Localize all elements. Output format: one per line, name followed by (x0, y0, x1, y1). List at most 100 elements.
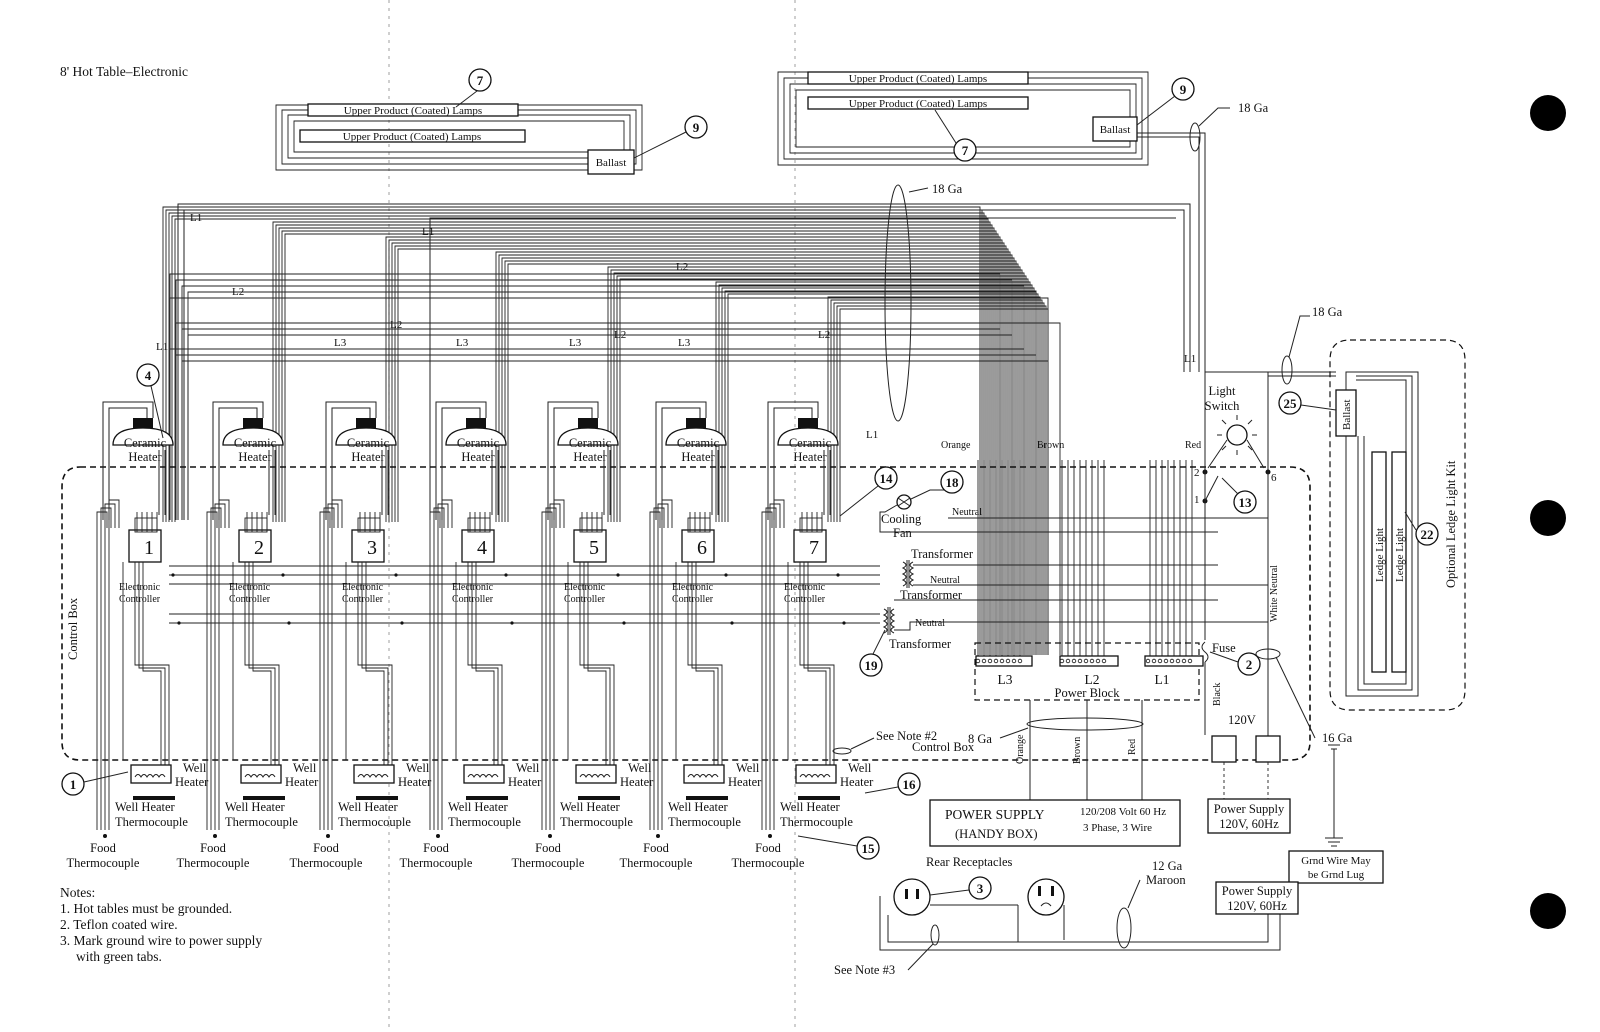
controller-number: 1 (144, 537, 154, 559)
well-thermocouple-label: Thermocouple (338, 815, 411, 829)
switch-terminal: 6 (1271, 472, 1277, 484)
callout-1-number: 1 (70, 777, 77, 792)
wire-label-maroon: Maroon (1146, 873, 1186, 887)
ledge-light-tube (1391, 451, 1407, 673)
fuse: Fuse Black White Neutral 16 Ga 120V (1201, 565, 1353, 800)
transformer-label: Transformer (900, 588, 963, 602)
food-thermocouple-label: Food (313, 841, 339, 855)
ceramic-heater-label: Ceramic (347, 436, 390, 450)
callout-16-number: 16 (903, 777, 917, 792)
food-thermocouple-label: Thermocouple (620, 856, 693, 870)
ledge-kit-title: Optional Ledge Light Kit (1444, 460, 1458, 588)
ceramic-heater-label: Ceramic (234, 436, 277, 450)
line-labels: L1 L1 L1 L1 L1 L2 L2 L2 L2 L2 L3 L3 L3 L… (156, 212, 1196, 441)
callout-2-number: 2 (1246, 657, 1253, 672)
controller-number: 3 (367, 537, 377, 559)
power-supply-120v-label: 120V, 60Hz (1219, 817, 1279, 831)
callout-19-number: 19 (865, 658, 879, 673)
well-heater-label: Well (293, 761, 317, 775)
callout-15-number: 15 (862, 841, 876, 856)
ceramic-heater-label: Ceramic (124, 436, 167, 450)
electronic-controller-label: Electronic (672, 582, 714, 593)
line-label-l3: L3 (456, 337, 469, 349)
power-terminal-label: L2 (1085, 672, 1100, 687)
controller-unit: CeramicHeater5ElectronicControllerWellHe… (512, 401, 654, 870)
receptacle-icon (1027, 878, 1065, 916)
well-heater (795, 764, 837, 784)
callout-7-number: 7 (962, 143, 969, 158)
food-thermocouple-label: Food (535, 841, 561, 855)
wire-label-orange: Orange (941, 440, 971, 451)
well-thermocouple-label: Well Heater (668, 800, 729, 814)
well-thermocouple-label: Well Heater (780, 800, 841, 814)
callout-22-number: 22 (1421, 527, 1434, 542)
power-supply-120v-label: 120V, 60Hz (1227, 899, 1287, 913)
ledge-light-label: Ledge Light (1394, 528, 1406, 582)
well-heater-label: Heater (840, 775, 874, 789)
well-thermocouple-label: Well Heater (225, 800, 286, 814)
ceramic-heater-label: Ceramic (677, 436, 720, 450)
controller-unit: CeramicHeater1ElectronicControllerWellHe… (67, 401, 209, 870)
upper-lamp-label: Upper Product (Coated) Lamps (344, 105, 482, 117)
ledge-light-label: Ledge Light (1374, 528, 1386, 582)
line-label-l3: L3 (569, 337, 582, 349)
electronic-controller (573, 529, 607, 563)
light-switch-label: Switch (1205, 399, 1240, 413)
controller-unit: CeramicHeater3ElectronicControllerWellHe… (290, 401, 432, 870)
notes: Notes: 1. Hot tables must be grounded. 2… (60, 885, 262, 964)
ballast (587, 149, 635, 175)
controller-unit: CeramicHeater4ElectronicControllerWellHe… (400, 401, 542, 870)
electronic-controller (238, 529, 272, 563)
wire-label-red: Red (1185, 440, 1201, 451)
cooling-fan: Cooling Fan Neutral (879, 489, 1268, 540)
gauge-label-8ga: 8 Ga (968, 732, 992, 746)
power-supply-subtitle: (HANDY BOX) (955, 827, 1038, 841)
electronic-controller-label: Controller (452, 594, 494, 605)
callout-19: 19 (859, 629, 886, 677)
well-thermocouple-label: Well Heater (448, 800, 509, 814)
well-heater-label: Heater (620, 775, 654, 789)
line-label-l2: L2 (232, 286, 244, 298)
power-block: L3 L2 L1 Power Block (974, 642, 1204, 701)
line-label-l1: L1 (1184, 353, 1196, 365)
controller-units: CeramicHeater1ElectronicControllerWellHe… (67, 401, 874, 870)
fuse-label: Fuse (1212, 641, 1236, 655)
note-item: 1. Hot tables must be grounded. (60, 901, 232, 916)
controller-number: 4 (477, 537, 487, 559)
neutral-label: Neutral (915, 618, 945, 629)
gauge-label-12ga: 12 Ga (1152, 859, 1183, 873)
ceramic-heater-label: Heater (573, 450, 607, 464)
food-thermocouple-label: Thermocouple (732, 856, 805, 870)
lamp-assembly-left: Upper Product (Coated) Lamps Upper Produ… (275, 103, 643, 175)
wire-bundle-ellipse (1116, 907, 1132, 949)
wire-bundle-ellipse (884, 184, 912, 422)
food-thermocouple-label: Food (755, 841, 781, 855)
neutral-label: Neutral (952, 507, 982, 518)
ceramic-heater-label: Heater (238, 450, 272, 464)
ballast-label: Ballast (1100, 124, 1131, 136)
callout-4-number: 4 (145, 368, 152, 383)
electronic-controller-label: Controller (119, 594, 161, 605)
callout-2: 2 (1209, 651, 1261, 676)
power-terminal-label: L1 (1155, 672, 1170, 687)
controller-number: 6 (697, 537, 707, 559)
light-bulb-icon (1226, 424, 1248, 446)
electronic-controller (793, 529, 827, 563)
food-thermocouple-label: Food (200, 841, 226, 855)
line-label-l1: L1 (190, 212, 202, 224)
wire-label-red: Red (1127, 739, 1138, 755)
power-supply-spec: 3 Phase, 3 Wire (1083, 822, 1152, 834)
binder-hole-middle (1530, 500, 1566, 536)
power-supply-120v-label: Power Supply (1222, 884, 1293, 898)
ceramic-heater-label: Heater (681, 450, 715, 464)
ballast-label: Ballast (1341, 399, 1353, 430)
line-label-l1: L1 (866, 429, 878, 441)
well-heater (240, 764, 282, 784)
ceramic-heater-label: Heater (793, 450, 827, 464)
line-label-l3: L3 (334, 337, 347, 349)
ceramic-heater-label: Ceramic (789, 436, 832, 450)
callout-25: 25 (1278, 391, 1337, 415)
control-box-label: Control Box (912, 740, 975, 754)
food-thermocouple-label: Thermocouple (400, 856, 473, 870)
electronic-controller-label: Electronic (564, 582, 606, 593)
